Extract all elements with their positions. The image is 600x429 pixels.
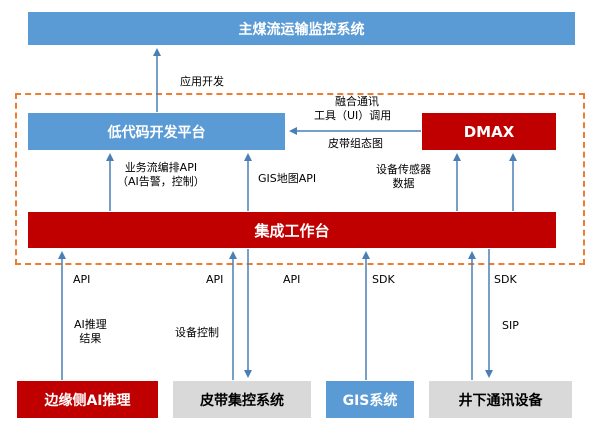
dmax-label: DMAX [463,122,515,141]
belt-diagram-label: 皮带组态图 [328,137,383,150]
ai-result-line1: AI推理 [74,318,107,331]
api-label-edge: API [73,273,91,286]
gis-system-box: GIS系统 [326,381,414,418]
belt-control-box: 皮带集控系统 [173,381,311,418]
integration-workbench-box: 集成工作台 [28,212,556,248]
edge-ai-box: 边缘侧AI推理 [17,381,158,418]
fusion-comm-line1: 融合通讯 [335,95,379,108]
fusion-comm-label: 融合通讯 工具（UI）调用 [314,95,391,123]
app-dev-label: 应用开发 [180,75,224,88]
gis-map-api-label: GIS地图API [258,172,317,185]
sensor-data-line1: 设备传感器 [376,163,431,176]
api-label-gis: API [283,273,301,286]
integration-workbench-label: 集成工作台 [254,221,330,240]
lowcode-platform-label: 低代码开发平台 [107,124,206,141]
dmax-box: DMAX [422,113,556,150]
top-system-label: 主煤流运输监控系统 [238,21,365,38]
sdk-label-gis: SDK [372,273,395,286]
underground-comm-label: 井下通讯设备 [458,392,543,409]
sensor-data-line2: 数据 [392,177,415,190]
fusion-comm-line2: 工具（UI）调用 [314,109,392,122]
ai-result-label: AI推理 结果 [74,318,107,346]
top-system-box: 主煤流运输监控系统 [28,12,575,45]
biz-api-label: 业务流编排API （AI告警，控制） [117,161,205,189]
gis-system-label: GIS系统 [342,392,398,409]
sdk-label-underground: SDK [494,273,517,286]
biz-api-line1: 业务流编排API [124,161,198,174]
lowcode-platform-box: 低代码开发平台 [28,113,285,150]
device-control-label: 设备控制 [175,326,219,339]
edge-ai-label: 边缘侧AI推理 [44,392,131,409]
platform-boundary [15,93,585,265]
belt-control-label: 皮带集控系统 [200,392,284,409]
underground-comm-box: 井下通讯设备 [429,381,572,418]
sensor-data-label: 设备传感器 数据 [376,163,431,191]
sip-label: SIP [502,319,519,332]
api-label-belt: API [206,273,224,286]
ai-result-line2: 结果 [79,332,102,345]
biz-api-line2: （AI告警，控制） [117,175,205,188]
